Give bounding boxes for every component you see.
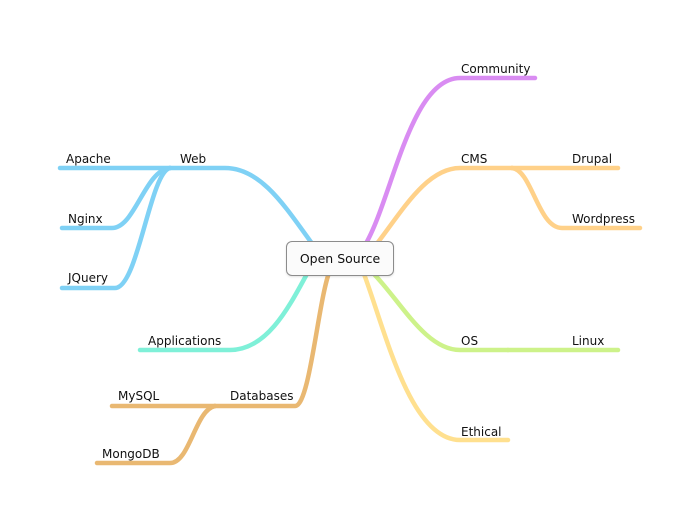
subtopic-drupal[interactable]: Drupal xyxy=(572,152,613,166)
link-databases-mongodb xyxy=(94,403,218,466)
subtopic-mysql[interactable]: MySQL xyxy=(118,389,160,403)
subtopic-mongodb[interactable]: MongoDB xyxy=(102,447,160,461)
topic-cms[interactable]: CMS xyxy=(461,152,488,166)
link-center-applications xyxy=(137,269,311,353)
link-web-jquery xyxy=(59,165,173,291)
topic-community[interactable]: Community xyxy=(461,62,531,76)
link-center-web xyxy=(167,165,325,260)
subtopic-wordpress[interactable]: Wordpress xyxy=(572,212,636,226)
central-topic[interactable]: Open Source xyxy=(286,241,394,276)
topic-applications[interactable]: Applications xyxy=(148,334,222,348)
topic-web[interactable]: Web xyxy=(180,152,207,166)
topic-databases[interactable]: Databases xyxy=(230,389,294,403)
subtopic-jquery[interactable]: JQuery xyxy=(68,271,109,285)
subtopic-nginx[interactable]: Nginx xyxy=(68,212,103,226)
link-center-ethical xyxy=(361,271,511,443)
link-center-os xyxy=(369,269,511,353)
link-center-cms xyxy=(369,165,515,253)
topic-ethical[interactable]: Ethical xyxy=(461,425,502,439)
subtopic-apache[interactable]: Apache xyxy=(66,152,111,166)
link-center-community xyxy=(362,75,538,248)
link-center-databases xyxy=(212,267,333,409)
topic-os[interactable]: OS xyxy=(461,334,479,348)
link-web-nginx xyxy=(59,165,173,231)
central-topic-label: Open Source xyxy=(299,251,381,266)
subtopic-linux[interactable]: Linux xyxy=(572,334,605,348)
link-cms-wordpress xyxy=(509,165,643,231)
